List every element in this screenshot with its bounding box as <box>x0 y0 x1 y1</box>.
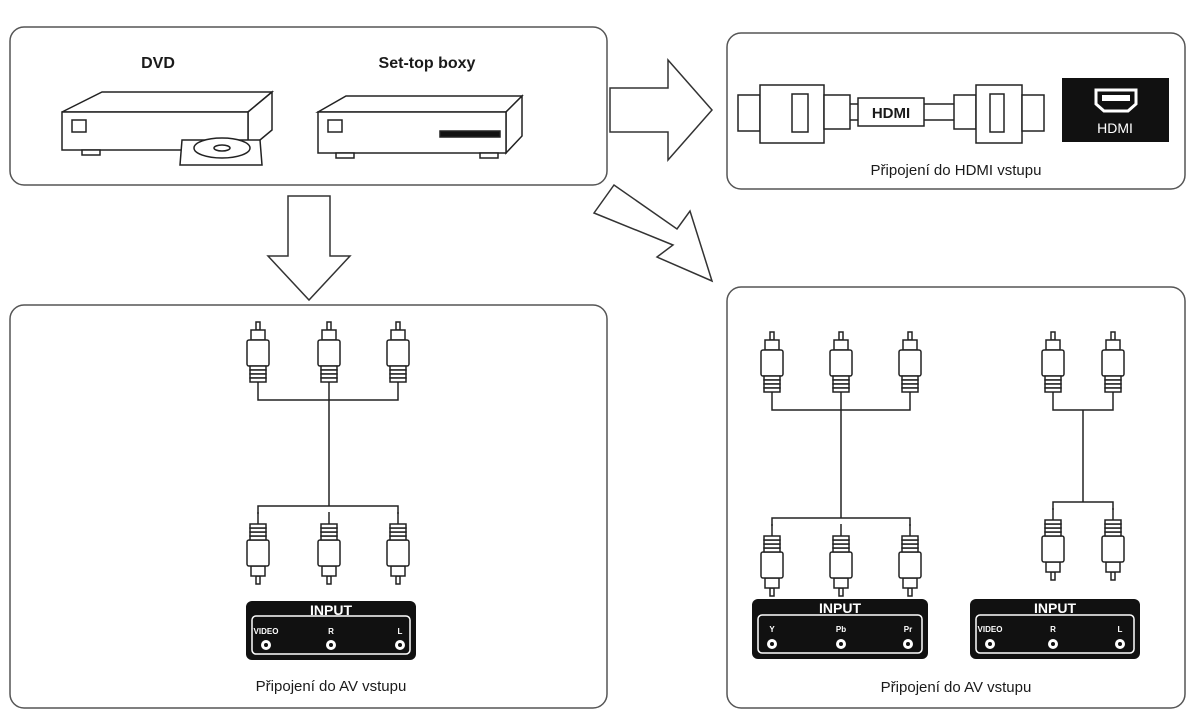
input-title: INPUT <box>310 602 352 618</box>
port-label: L <box>1118 625 1123 634</box>
av-input-panel: INPUT VIDEO R L <box>246 601 416 660</box>
hdmi-caption: Připojení do HDMI vstupu <box>871 162 1042 179</box>
hdmi-cable-icon <box>737 84 1045 144</box>
av-left-caption: Připojení do AV vstupu <box>256 678 407 695</box>
port-label: VIDEO <box>978 625 1003 634</box>
settop-label: Set-top boxy <box>379 55 476 72</box>
component-input-panel: INPUT Y Pb Pr <box>752 599 928 659</box>
dvd-label: DVD <box>141 55 175 72</box>
input-title: INPUT <box>1034 600 1076 616</box>
port-label: R <box>1050 625 1056 634</box>
source-devices-box: DVD Set-top boxy <box>9 26 608 186</box>
audio-input-panel: INPUT VIDEO R L <box>970 599 1140 659</box>
av-left-box: INPUT VIDEO R L Připojení do AV vstupu <box>9 304 608 709</box>
av-right-box: INPUT Y Pb Pr INPUT VIDEO R L Připojení … <box>726 286 1186 709</box>
port-label: R <box>328 627 334 636</box>
hdmi-port-label: HDMI <box>1097 120 1133 136</box>
port-label: Y <box>769 625 775 634</box>
arrow-to-av-left <box>266 195 352 302</box>
av-right-caption: Připojení do AV vstupu <box>881 679 1032 696</box>
port-label: L <box>398 627 403 636</box>
hdmi-cable-label: HDMI <box>872 105 910 122</box>
arrow-to-hdmi <box>609 58 713 162</box>
input-title: INPUT <box>819 600 861 616</box>
hdmi-box: HDMI HDMI Připojení do HDMI vstupu <box>726 32 1186 190</box>
arrow-to-av-right <box>592 183 714 283</box>
hdmi-port-icon <box>1062 78 1169 142</box>
settop-box-icon <box>315 94 524 159</box>
dvd-player-icon <box>61 90 275 166</box>
port-label: Pr <box>904 625 912 634</box>
port-label: Pb <box>836 625 846 634</box>
port-label: VIDEO <box>254 627 279 636</box>
